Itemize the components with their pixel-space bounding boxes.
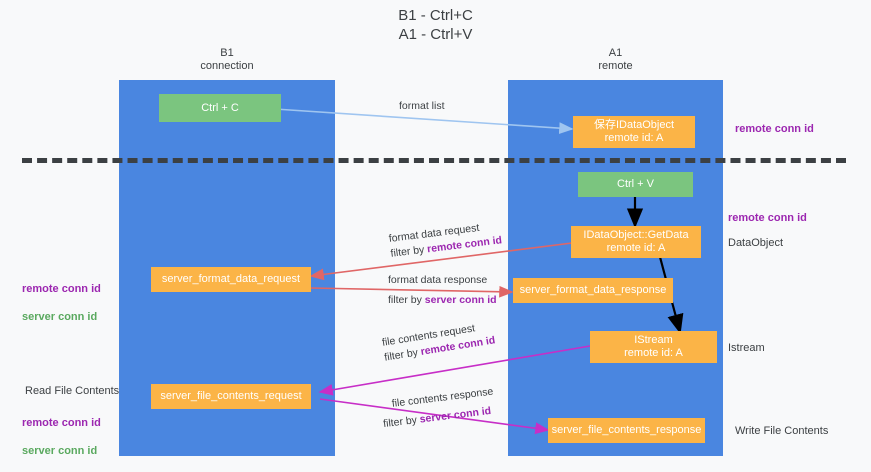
node-server-format-data-request[interactable]: server_format_data_request <box>151 267 311 292</box>
node-server-file-contents-request[interactable]: server_file_contents_request <box>151 384 311 409</box>
node-save-idataobject[interactable]: 保存IDataObject remote id: A <box>573 116 695 148</box>
node-ctrl-v[interactable]: Ctrl + V <box>578 172 693 197</box>
annotation-remote-conn-id-mid: remote conn id <box>728 212 807 224</box>
page-title: B1 - Ctrl+C A1 - Ctrl+V <box>398 7 473 43</box>
annotation-remote-conn-id: remote conn id <box>22 417 101 429</box>
column-header-b1: B1 connection <box>200 47 254 72</box>
annotation-server-conn-id: server conn id <box>22 445 98 457</box>
highlight-server-conn-id: server conn id <box>424 294 497 306</box>
node-ctrl-c[interactable]: Ctrl + C <box>159 94 281 122</box>
annotation-conn-id-pair-format: remote conn id server conn id <box>22 268 101 338</box>
annotation-read-file-contents: Read File Contents <box>25 385 120 397</box>
edge-format-list <box>274 108 574 135</box>
annotation-write-file-contents: Write File Contents <box>735 425 829 437</box>
edge-label-format-data-response-line2: filter by server conn id <box>388 294 497 306</box>
column-header-a1: A1 remote <box>598 47 633 72</box>
edge-format-data-request <box>309 242 573 281</box>
annotation-dataobject: DataObject <box>728 237 784 249</box>
node-istream[interactable]: IStream remote id: A <box>590 331 717 363</box>
annotation-istream: Istream <box>728 342 765 354</box>
node-idataobject-getdata[interactable]: IDataObject::GetData remote id: A <box>571 226 701 258</box>
edge-label-format-data-response-line1: format data response <box>388 274 488 286</box>
edge-file-contents-response <box>319 398 550 435</box>
annotation-remote-conn-id-top: remote conn id <box>735 123 814 135</box>
edge-file-contents-request <box>318 345 591 396</box>
edge-format-data-response <box>310 285 514 298</box>
annotation-server-conn-id: server conn id <box>22 311 98 323</box>
edge-label-format-list: format list <box>399 100 445 112</box>
annotation-conn-id-pair-file: remote conn id server conn id <box>22 402 101 472</box>
node-server-format-data-response[interactable]: server_format_data_response <box>513 278 673 303</box>
divider-dashed <box>22 158 846 163</box>
edge-label-format-data-response: format data response filter by server co… <box>388 273 497 308</box>
annotation-remote-conn-id: remote conn id <box>22 283 101 295</box>
node-server-file-contents-response[interactable]: server_file_contents_response <box>548 418 705 443</box>
